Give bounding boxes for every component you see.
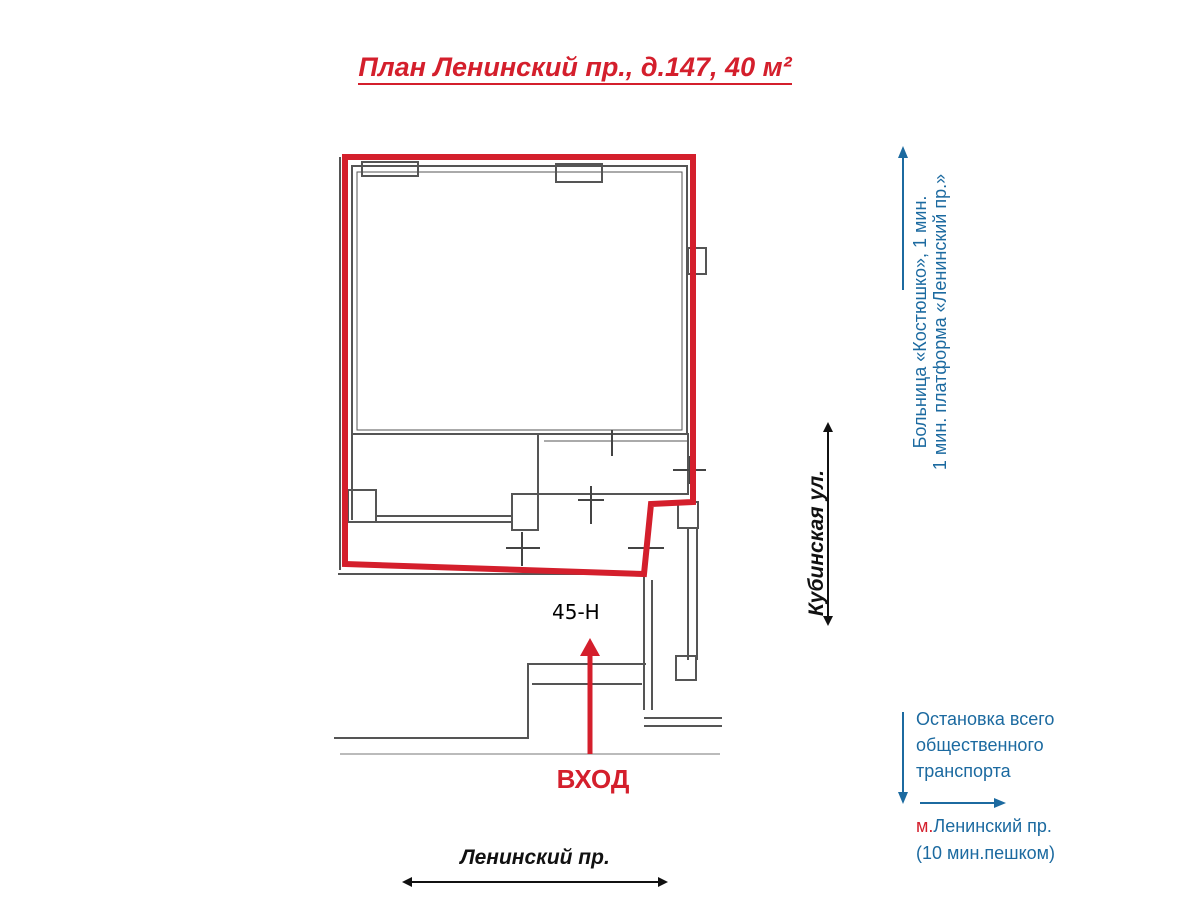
metro-arrow bbox=[920, 798, 1006, 808]
room-label: 45-Н bbox=[552, 600, 600, 624]
street-label-leninsky: Ленинский пр. bbox=[460, 846, 610, 869]
street-arrow-bottom bbox=[402, 877, 668, 887]
stop-line-3: транспорта bbox=[916, 761, 1011, 781]
transport-stop-note: Остановка всего общественного транспорта bbox=[916, 706, 1116, 784]
street-label-kubinskaya: Кубинская ул. bbox=[805, 469, 828, 617]
page-title: План Ленинский пр., д.147, 40 м² bbox=[0, 52, 1150, 85]
metro-line-2: (10 мин.пешком) bbox=[916, 843, 1056, 863]
hospital-line-2: 1 мин. платформа «Ленинский пр.» bbox=[930, 173, 950, 471]
metro-line-1: м.Ленинский пр. bbox=[916, 813, 1136, 840]
walls bbox=[334, 157, 722, 755]
street-arrow-right bbox=[823, 422, 833, 626]
title-text: План Ленинский пр., д.147, 40 м² bbox=[358, 52, 792, 85]
hospital-arrow bbox=[898, 146, 908, 290]
hospital-note: Больница «Костюшко», 1 мин. 1 мин. платф… bbox=[910, 152, 950, 492]
hospital-line-1: Больница «Костюшко», 1 мин. bbox=[910, 195, 930, 449]
metro-station: Ленинский пр. bbox=[933, 816, 1052, 836]
entrance-label: ВХОД bbox=[556, 764, 630, 794]
entrance-arrow bbox=[580, 638, 600, 754]
stop-arrow bbox=[898, 712, 908, 804]
tick-marks bbox=[506, 430, 706, 566]
stop-line-1: Остановка всего bbox=[916, 709, 1055, 729]
metro-marker: м. bbox=[916, 816, 934, 836]
stop-line-2: общественного bbox=[916, 735, 1044, 755]
premises-outline bbox=[342, 154, 696, 578]
metro-note: м.Ленинский пр. (10 мин.пешком) bbox=[916, 813, 1136, 867]
